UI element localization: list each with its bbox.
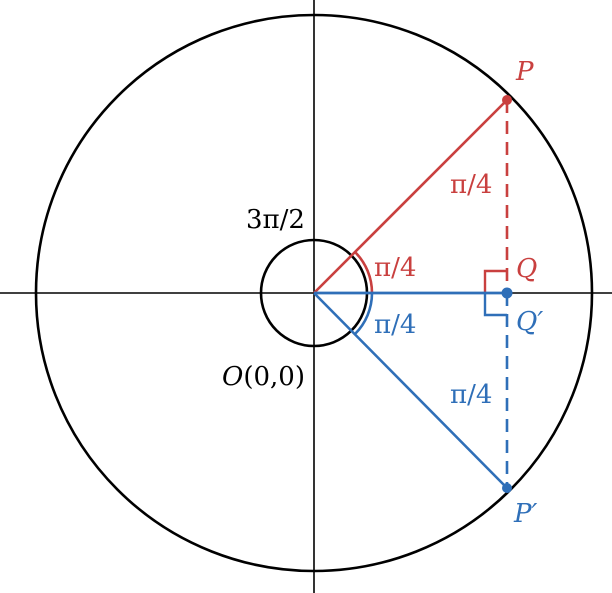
label-Q-prime: Q′ xyxy=(516,307,543,337)
label-segment-red: π/4 xyxy=(450,170,492,200)
radius-OP-prime xyxy=(313,292,508,489)
point-P-prime xyxy=(502,483,512,493)
label-origin: O(0,0) xyxy=(222,362,305,392)
label-P: P xyxy=(515,57,534,87)
angle-arc-blue xyxy=(354,292,374,335)
right-angle-marker-Q xyxy=(483,269,507,293)
label-angle-blue: π/4 xyxy=(374,310,416,340)
unit-circle xyxy=(34,13,594,573)
angle-arc-red xyxy=(354,251,374,294)
radius-OP xyxy=(313,99,508,294)
right-angle-marker-Q-prime xyxy=(483,293,507,317)
point-Q xyxy=(501,287,513,299)
label-segment-blue: π/4 xyxy=(450,380,492,410)
label-angle-red: π/4 xyxy=(374,253,416,283)
label-three-pi-over-two: 3π/2 xyxy=(246,205,305,235)
label-Q: Q xyxy=(516,254,537,284)
label-P-prime: P′ xyxy=(513,499,537,529)
point-P xyxy=(502,95,512,105)
